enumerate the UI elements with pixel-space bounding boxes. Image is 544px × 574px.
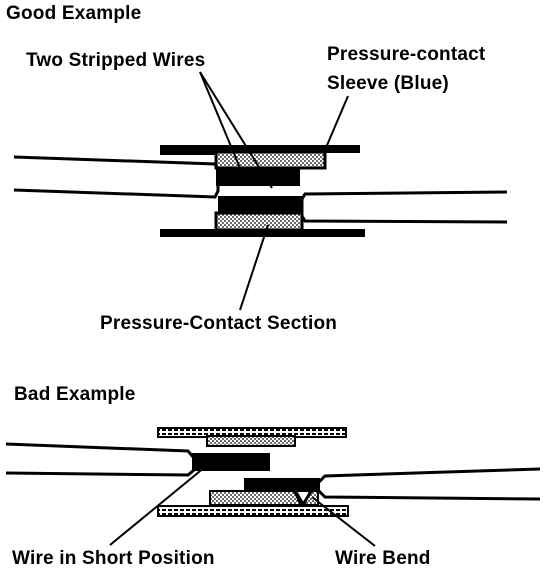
right-wire	[300, 190, 508, 224]
good-example-heading: Good Example	[6, 3, 142, 24]
bad-sleeve-bottom	[157, 505, 349, 517]
left-conductor	[216, 168, 300, 186]
pressure-contact-section-label: Pressure-Contact Section	[100, 313, 338, 334]
bad-example-heading: Bad Example	[14, 384, 136, 405]
bad-left-conductor	[192, 453, 270, 471]
bad-right-conductor	[244, 478, 320, 492]
good-sleeve-bottom	[160, 229, 365, 237]
left-wire	[13, 155, 220, 199]
two-stripped-wires-label: Two Stripped Wires	[26, 50, 206, 71]
good-sleeve-top	[160, 145, 360, 153]
sleeve-label-line2: Sleeve (Blue)	[327, 73, 449, 94]
bad-right-wire	[316, 467, 541, 501]
wire-bend-label: Wire Bend	[335, 548, 431, 569]
right-conductor	[218, 196, 302, 212]
wire-in-short-position-label: Wire in Short Position	[12, 548, 215, 569]
good-example-drawing	[13, 71, 508, 311]
bad-example-drawing	[5, 427, 541, 547]
sleeve-label-line1: Pressure-contact	[327, 44, 486, 65]
bad-left-wire	[5, 442, 196, 477]
